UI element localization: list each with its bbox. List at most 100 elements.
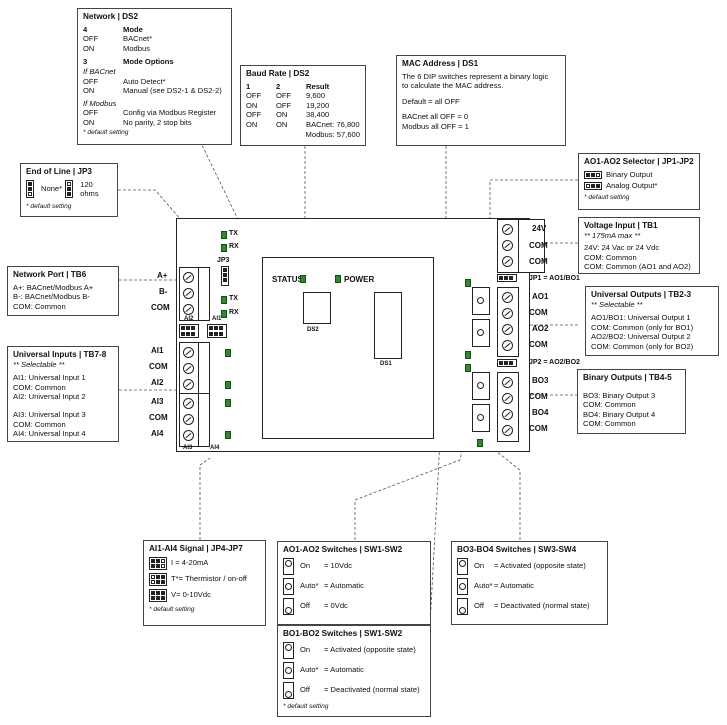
jp3-jumper[interactable] [221, 266, 229, 286]
baud-row-sw2: ON [276, 119, 288, 129]
switch-state: On [300, 561, 311, 571]
switch-off-icon [457, 597, 468, 615]
baud-row-sw1: ON [246, 119, 258, 129]
ai1-jumper[interactable] [207, 324, 227, 338]
jp1-jumper[interactable] [497, 274, 517, 282]
voltage-input-box: Voltage Input | TB1 ** 175mA max ** 24V:… [578, 217, 700, 274]
switch-state: Off [300, 601, 310, 611]
sw3-switch[interactable] [472, 372, 490, 400]
tx-label-2: TX [229, 295, 238, 302]
sw1-switch[interactable] [472, 287, 490, 315]
switch-desc: = Deactivated (normal state) [494, 601, 590, 611]
screw-icon [183, 288, 194, 299]
if-modbus-label: If Modbus [83, 98, 117, 108]
jumper-icon [26, 180, 34, 199]
network-port-terminal[interactable] [179, 267, 199, 321]
jumper-icon [584, 170, 602, 179]
mac-address-box: MAC Address | DS1 The 6 DIP switches rep… [396, 55, 566, 146]
screw-icon [502, 308, 513, 319]
if-bacnet-label: If BACnet [83, 66, 116, 76]
switch-state: Auto* [474, 581, 493, 591]
switch-off-icon [283, 681, 294, 699]
aisig-opt2: T*= Thermistor / on-off [171, 574, 247, 584]
bout-line: COM: Common [583, 400, 636, 410]
uout-line: AO1/BO1: Universal Output 1 [591, 313, 691, 323]
power-terminal[interactable] [497, 219, 519, 273]
screw-icon [502, 292, 513, 303]
ao-terminal[interactable] [497, 287, 519, 357]
screw-icon [183, 379, 194, 390]
switch-row: Off= Deactivated (normal state) [457, 597, 602, 615]
network-ds2-title: Network | DS2 [83, 12, 139, 21]
bout-line: COM: Common [583, 419, 636, 429]
switch-desc: = 10Vdc [324, 561, 353, 571]
bo12-switches-box: BO1-BO2 Switches | SW1-SW2 On= Activated… [277, 625, 431, 717]
ao-switches-box: AO1-AO2 Switches | SW1-SW2 On= 10Vdc Aut… [277, 541, 431, 625]
baud-row-sw2 [276, 130, 306, 140]
ao-sel-note: * default setting [584, 193, 630, 201]
modbus-row-value: Config via Modbus Register [123, 108, 217, 118]
netport-l1: A+: BACnet/Modbus A+ [13, 282, 94, 292]
network-port-box: Network Port | TB6 A+: BACnet/Modbus A+ … [7, 266, 119, 316]
mac-default: Default = all OFF [402, 96, 460, 106]
baud-row-result: 38,400 [306, 110, 330, 120]
ai2-jumper-label: AI2 [184, 316, 194, 322]
switch-desc: = Automatic [324, 665, 364, 675]
a-plus-label: A+ [157, 271, 168, 280]
universal-outputs-box: Universal Outputs | TB2-3 ** Selectable … [585, 286, 719, 356]
tx-led-1 [221, 231, 227, 239]
screw-icon [183, 347, 194, 358]
ai3-jumper-label: AI3 [183, 445, 193, 451]
uout-line: AO2/BO2: Universal Output 2 [591, 332, 691, 342]
baud-row-sw1: OFF [246, 91, 262, 101]
ai1-label: AI1 [151, 346, 164, 355]
options-header-col1: 3 [83, 57, 88, 67]
screw-icon [183, 272, 194, 283]
ai3-ai4-terminal[interactable] [179, 393, 199, 447]
switch-desc: = Activated (opposite state) [494, 561, 586, 571]
voltage-l2: COM: Common [584, 252, 637, 262]
ai-led [225, 349, 231, 357]
baud-row: ON ON BACnet: 76,800 [246, 120, 360, 130]
baud-row-sw1: ON [246, 100, 258, 110]
baud-row-result: BACnet: 76,800 [306, 119, 360, 129]
baud-row-sw2: ON [276, 110, 288, 120]
screw-icon [183, 398, 194, 409]
ds2-label: DS2 [307, 327, 319, 333]
bo12sw-title: BO1-BO2 Switches | SW1-SW2 [283, 629, 403, 638]
tb-socket [198, 393, 210, 447]
mac-desc2: to calculate the MAC address. [402, 81, 504, 91]
sw2-switch[interactable] [472, 319, 490, 347]
ao1-label: AO1 [532, 292, 549, 301]
com-label: COM [529, 308, 548, 317]
modbus-row-state: ON [83, 117, 95, 127]
ai1-ai2-terminal[interactable] [179, 342, 199, 396]
ai-led [225, 381, 231, 389]
switch-on-icon [283, 641, 294, 659]
jp2-jumper[interactable] [497, 359, 517, 367]
mode-row-state: OFF [83, 34, 99, 44]
aisig-title: AI1-AI4 Signal | JP4-JP7 [149, 544, 243, 553]
modbus-row-value: No parity, 2 stop bits [123, 117, 192, 127]
bo-terminal[interactable] [497, 372, 519, 442]
mac-title: MAC Address | DS1 [402, 59, 479, 68]
power-led [335, 275, 341, 283]
eol-title: End of Line | JP3 [26, 167, 92, 176]
sw4-switch[interactable] [472, 404, 490, 432]
uin-line: COM: Common [13, 419, 66, 429]
com-label: COM [529, 241, 548, 250]
modbus-row-state: OFF [83, 108, 99, 118]
output-led [477, 439, 483, 447]
ds1-dip-switch[interactable] [374, 292, 402, 359]
ai-led [225, 399, 231, 407]
jumper-icon [149, 588, 167, 602]
uout-sub: ** Selectable ** [591, 299, 643, 309]
uin-line: AI3: Universal Input 3 [13, 409, 86, 419]
status-led [300, 275, 306, 283]
ds2-dip-switch[interactable] [303, 292, 331, 324]
ai2-jumper[interactable] [179, 324, 199, 338]
